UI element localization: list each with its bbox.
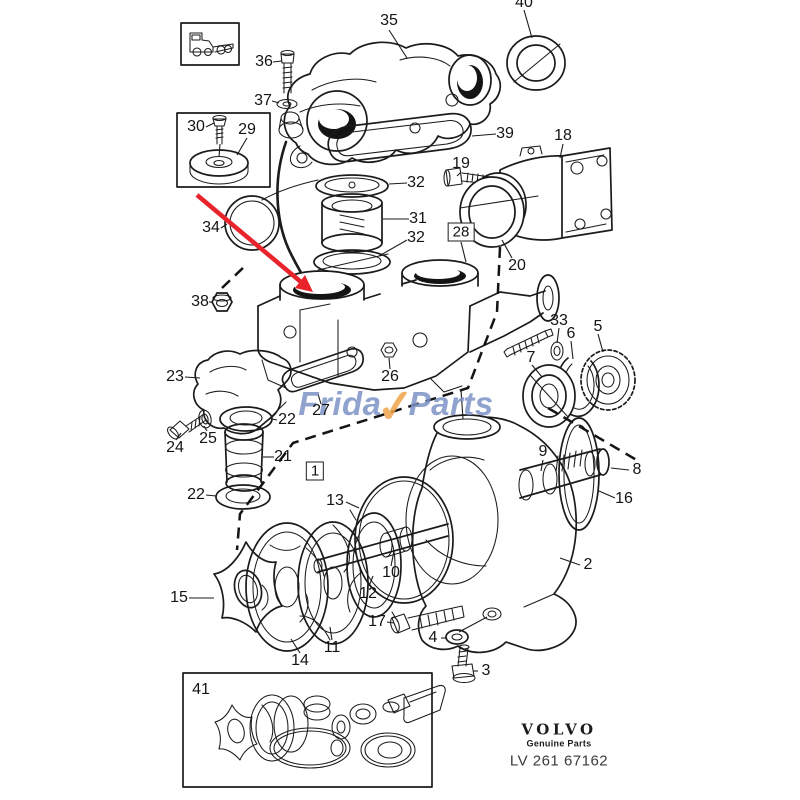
o-ring-13 [354,476,454,604]
repair-kit-41 [182,672,446,788]
impeller-11 [297,521,369,645]
truck-icon [180,22,240,66]
bolt-17 [390,605,465,634]
stud-bolt [503,328,554,358]
bearing-7 [522,364,576,428]
shaft-10 [313,523,449,574]
washer-33 [550,341,564,361]
fridayparts-watermark: Frida✓Parts [298,372,494,434]
gasket-39 [327,112,472,163]
volvo-logo-text: VOLVO [521,720,597,739]
thermostat-cover [283,41,502,169]
gear-5 [580,349,636,411]
alignment-lines [221,246,641,551]
pipe-21 [224,423,264,492]
nut-38 [211,292,233,312]
bolt-3 [451,644,476,684]
seal-ring-22-lower [215,484,271,510]
inset-box-29-30 [176,112,271,188]
washer-4 [445,629,469,645]
o-ring-34 [224,179,319,251]
seal-14 [245,522,329,652]
seal-ring-32-lower [313,249,391,275]
seal-ring-32-upper [315,174,389,198]
watermark-check-icon: ✓ [374,378,418,434]
seal-ring-40 [506,35,566,91]
genuine-parts-tagline: Genuine Parts [526,738,592,749]
bolt-24 [167,413,207,440]
washer-37 [276,98,298,110]
watermark-text-left: Frida [298,385,382,422]
leader-lines [175,9,630,672]
red-pointer-arrow [195,193,313,292]
gasket-27 [281,347,364,393]
part-number: LV 261 67162 [509,752,609,770]
backplate-12 [346,509,402,623]
brand-block: VOLVO Genuine Parts LV 261 67162 [510,721,608,770]
cam-15 [213,541,283,633]
rubber-mount [278,111,304,139]
seal-ring-20 [459,176,539,248]
washer-25 [198,409,212,429]
bolt-19 [443,167,491,187]
thermostat-31 [321,193,383,253]
pulley-ring-16 [558,417,600,531]
bolt-36 [280,49,295,94]
pump-body-2 [405,414,578,654]
watermark-text-right: Parts [408,385,494,422]
